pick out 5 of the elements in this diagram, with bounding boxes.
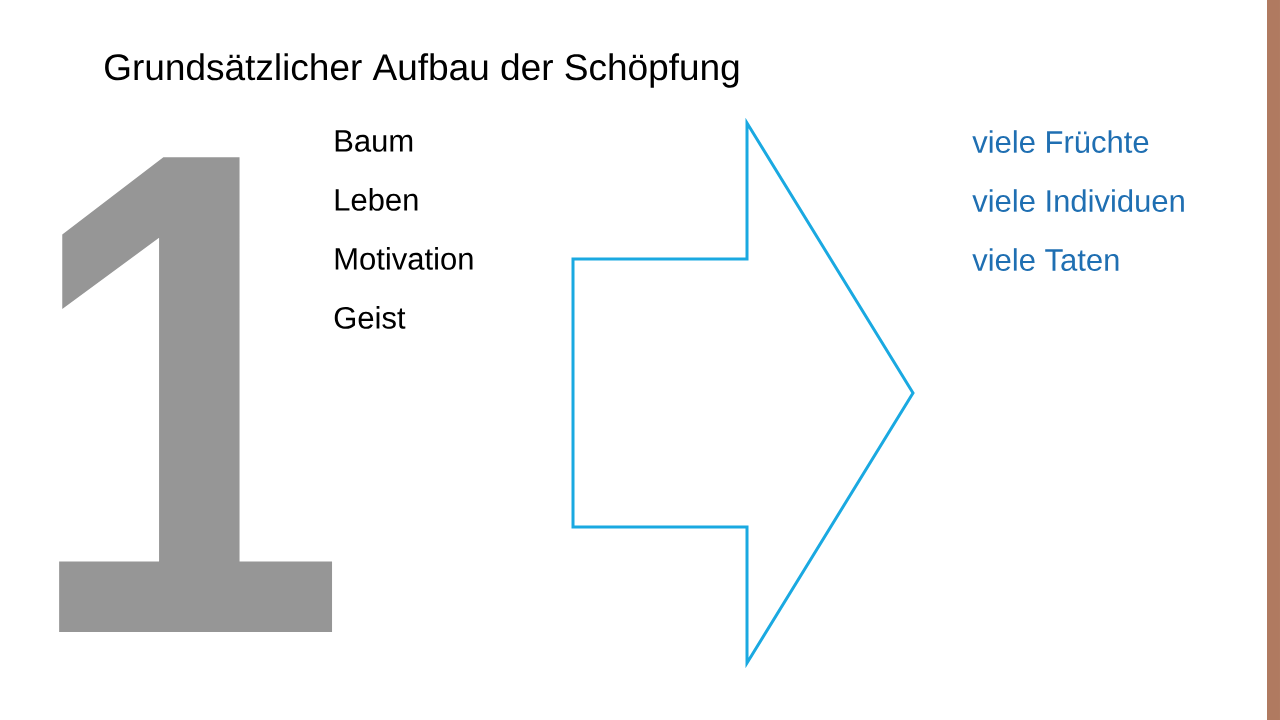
big-numeral: 1 <box>59 157 333 632</box>
title: Grundsätzlicher Aufbau der Schöpfung <box>105 53 739 88</box>
text-list: Baum Leben Motivation Geist <box>334 130 473 329</box>
text-list: viele Früchte viele Individuen viele Taten <box>972 130 1184 271</box>
block-arrow <box>571 117 915 669</box>
